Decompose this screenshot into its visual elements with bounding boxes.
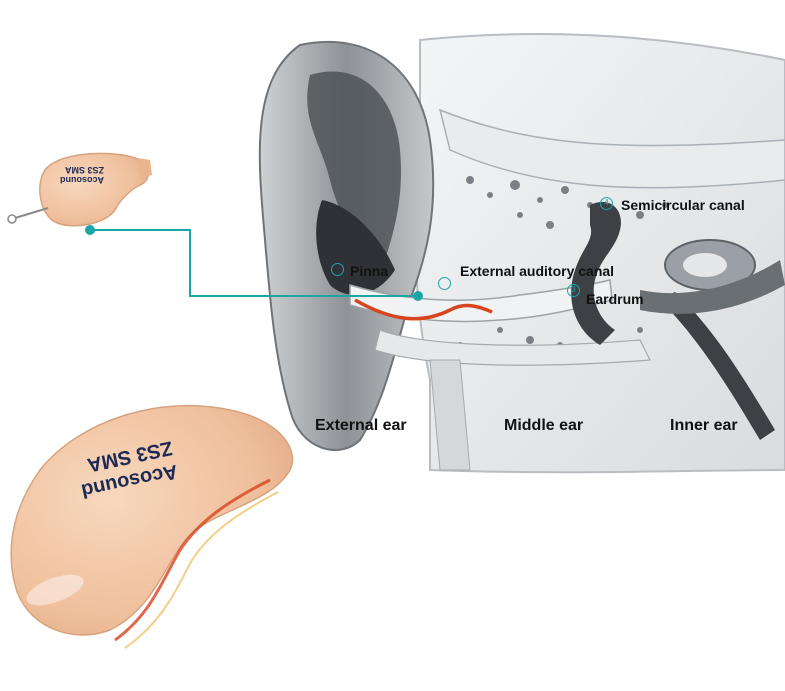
pinna-label: Pinna: [350, 263, 389, 279]
hearing-aid-small: [7, 152, 152, 227]
small-device-brand: Acosound: [60, 175, 104, 185]
external-ear-label: External ear: [315, 417, 407, 434]
auditory-canal: [349, 279, 651, 471]
small-device-model: ZS3 SMA: [64, 165, 104, 175]
semicircular-canal-label: Semicircular canal: [621, 197, 745, 213]
canal-marker: [438, 277, 451, 290]
hearing-aid-large: [10, 404, 294, 649]
semicircular-canal-marker: 4: [600, 197, 613, 210]
inner-ear-shape: [571, 201, 785, 440]
pinna-shape: [258, 40, 435, 451]
middle-ear-label: Middle ear: [504, 417, 584, 434]
callout-line: [85, 225, 423, 301]
eardrum-label: Eardrum: [586, 291, 644, 307]
pinna-marker: [331, 263, 344, 276]
inner-ear-label: Inner ear: [670, 417, 738, 434]
external-auditory-canal-label: External auditory canal: [460, 263, 615, 279]
eardrum-marker: 3: [567, 284, 580, 297]
small-device-print: Acosound ZS3 SMA: [60, 165, 104, 185]
